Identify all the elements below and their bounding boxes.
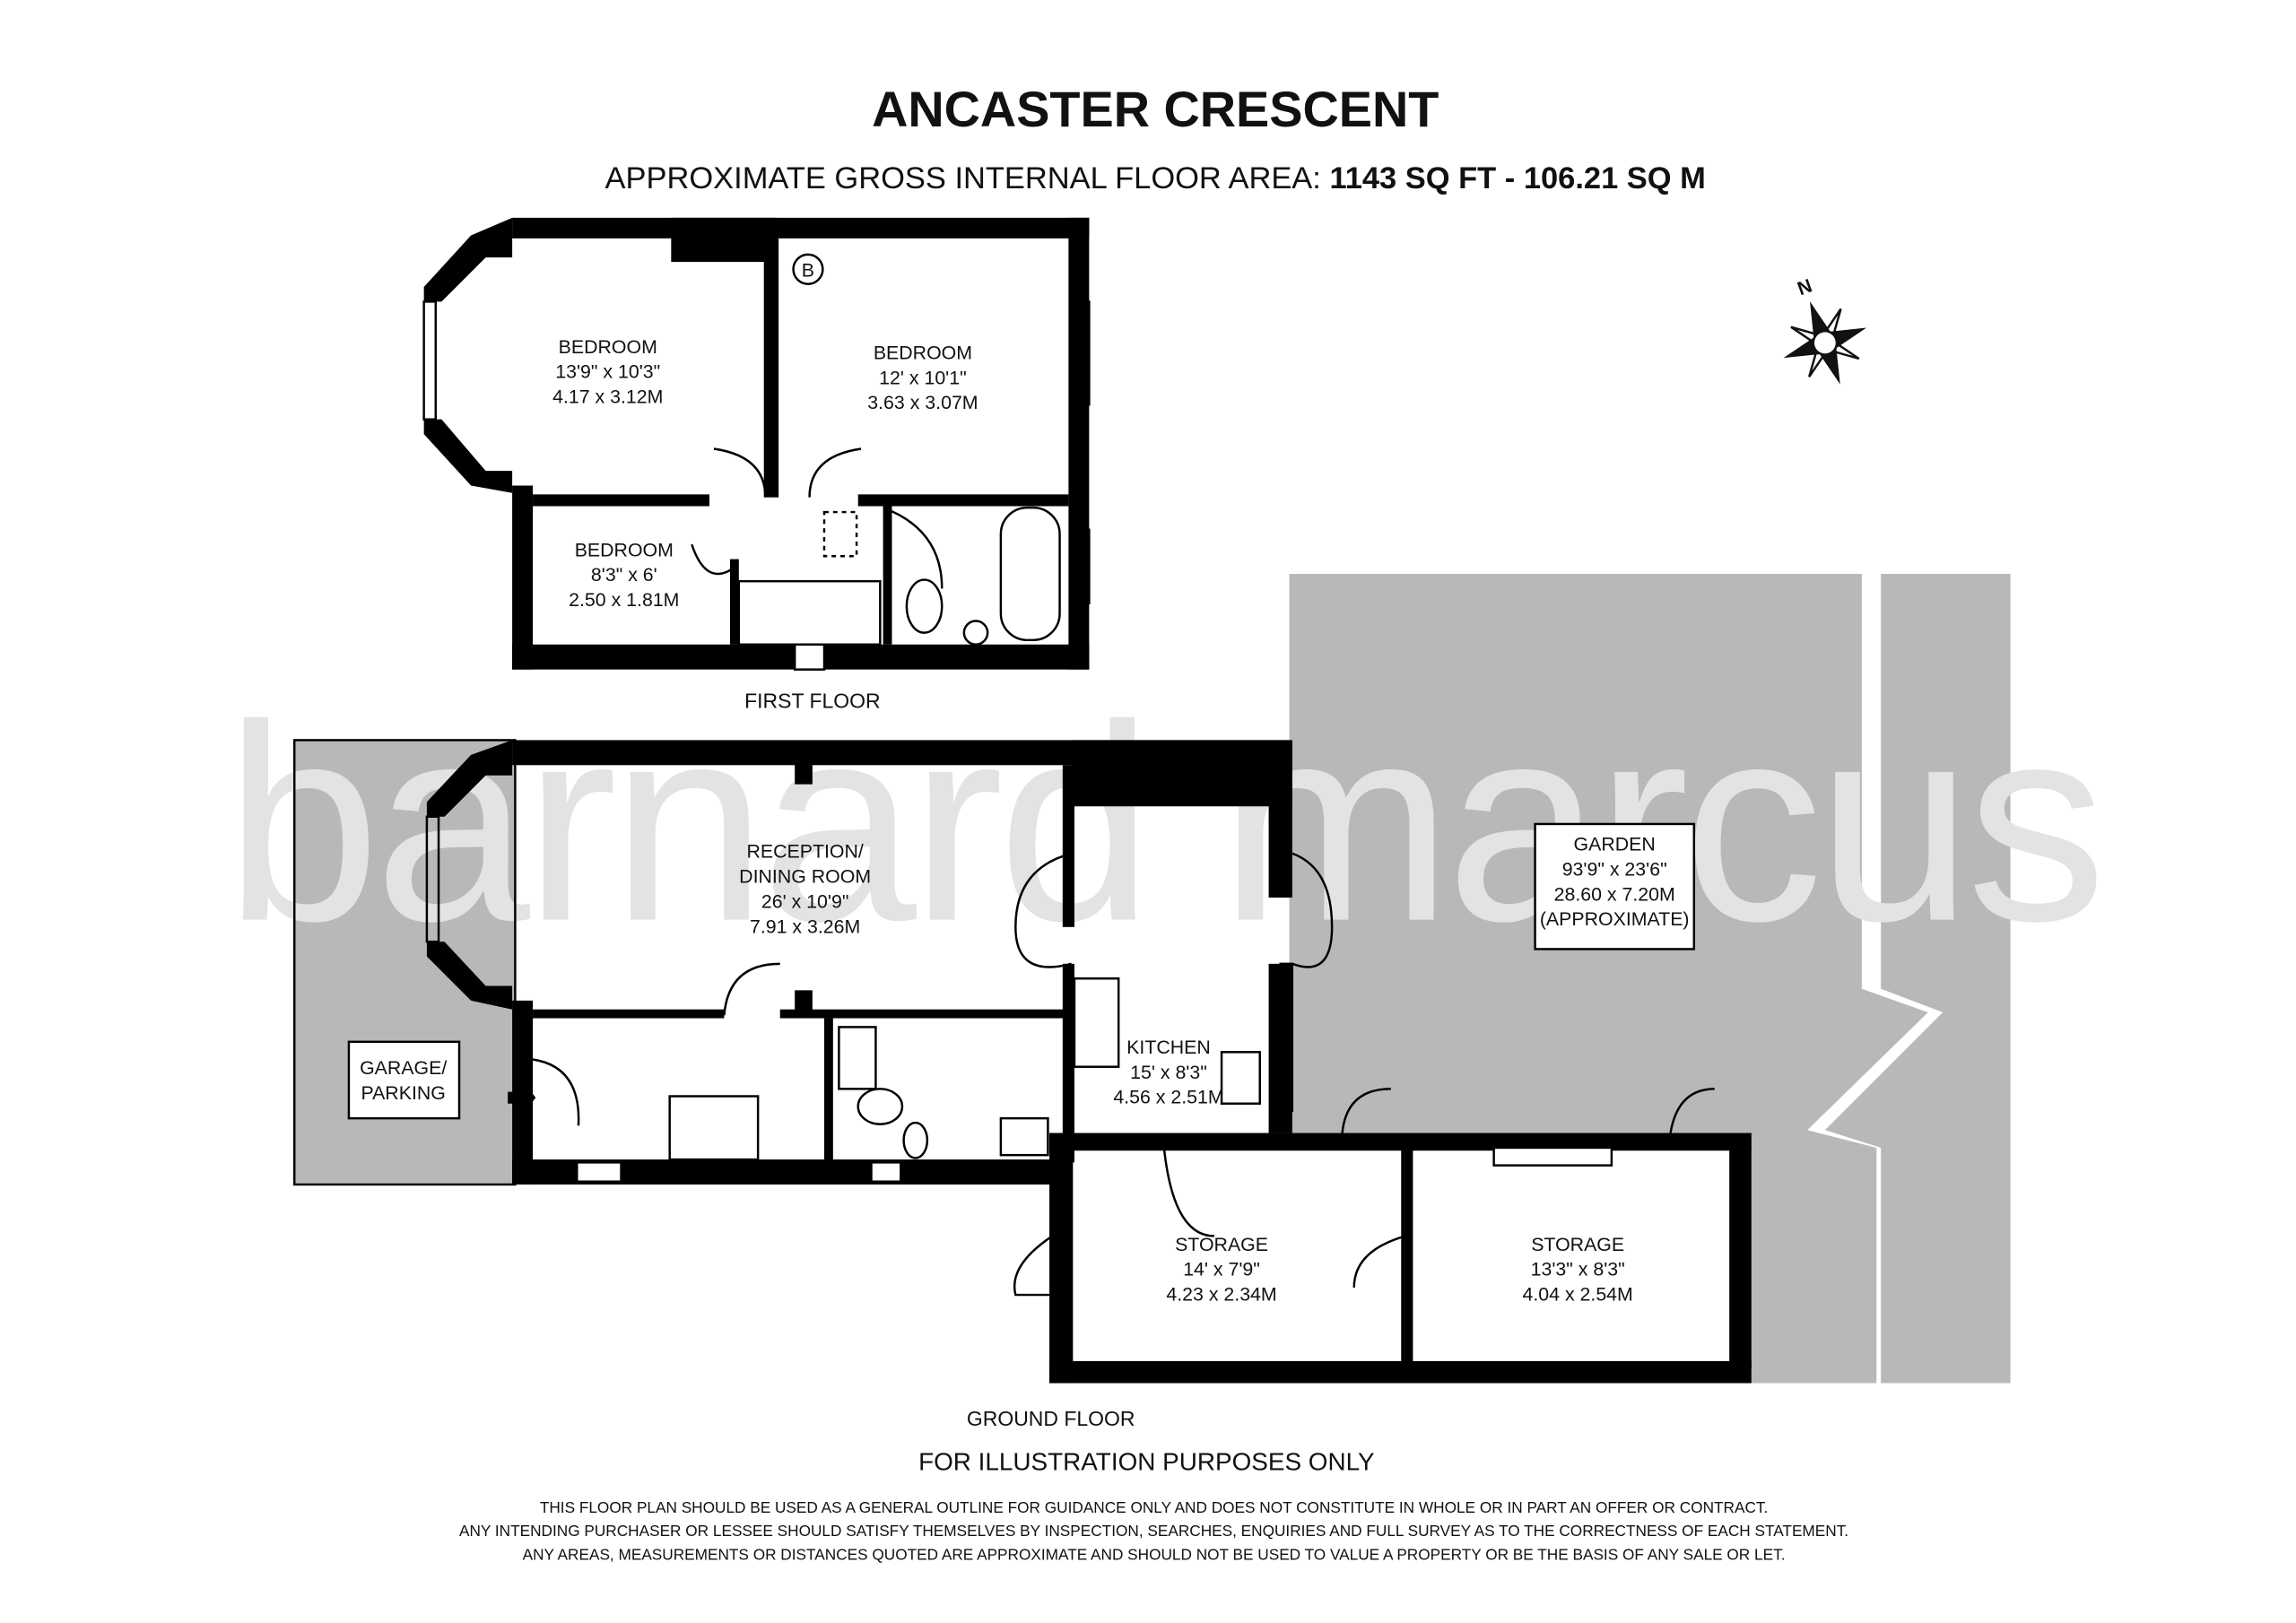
window: [425, 815, 440, 943]
first-floor-room-labels: BEDROOM 13'9" x 10'3" 4.17 x 3.12M BEDRO…: [552, 336, 978, 611]
boiler-icon: [792, 253, 824, 285]
door-swing: [1341, 1088, 1391, 1133]
disclaimer-line: THIS FLOOR PLAN SHOULD BE USED AS A GENE…: [540, 1498, 1768, 1516]
window: [870, 1161, 902, 1183]
room-metric: 3.63 x 3.07M: [867, 392, 978, 413]
door-swing: [1292, 852, 1334, 968]
room-note: (APPROXIMATE): [1540, 908, 1690, 930]
room-metric: 7.91 x 3.26M: [750, 916, 860, 937]
window: [1492, 1146, 1613, 1167]
toilet-icon: [905, 578, 944, 634]
basin-icon: [902, 1121, 929, 1159]
loft-hatch: [822, 510, 858, 558]
watermark-logo: barnard marcus: [225, 668, 2100, 980]
door-swing: [1014, 852, 1072, 968]
garden-area: [1289, 573, 1928, 1384]
bath-icon: [999, 506, 1061, 642]
page-title: ANCASTER CRESCENT: [872, 81, 1439, 137]
room-name: GARDEN: [1574, 833, 1656, 855]
compass-north-label: N: [1795, 274, 1815, 299]
door-swing: [808, 447, 862, 498]
area-label: APPROXIMATE GROSS INTERNAL FLOOR AREA:: [605, 161, 1321, 195]
door-swing: [1161, 1133, 1214, 1237]
boiler-label: B: [802, 260, 814, 282]
room-imperial: 13'3" x 8'3": [1531, 1259, 1625, 1280]
room-name: BEDROOM: [874, 342, 972, 363]
floor-area: APPROXIMATE GROSS INTERNAL FLOOR AREA: 1…: [605, 161, 1706, 195]
staircase: [737, 579, 882, 646]
room-imperial: 13'9" x 10'3": [555, 361, 660, 383]
compass-rose-icon: N: [1783, 274, 1867, 385]
garage-label-box: [347, 1040, 461, 1120]
room-metric: 2.50 x 1.81M: [569, 589, 679, 611]
entrance-arrow-icon: [508, 1082, 536, 1113]
door-swing: [532, 1058, 580, 1126]
room-name: BEDROOM: [559, 336, 657, 358]
room-metric: 4.04 x 2.54M: [1523, 1284, 1633, 1306]
door-swing: [1352, 1235, 1406, 1288]
window: [1735, 1219, 1750, 1297]
door-swing: [883, 506, 944, 589]
room-name-2: DINING ROOM: [739, 866, 871, 888]
door-swing: [1013, 1235, 1054, 1297]
area-separator: -: [1505, 161, 1515, 195]
window: [514, 540, 528, 613]
room-metric: 4.56 x 2.51M: [1113, 1087, 1223, 1108]
door-swing: [691, 543, 737, 576]
ground-floor-room-labels: RECEPTION/ DINING ROOM 26' x 10'9" 7.91 …: [360, 833, 1689, 1305]
door-swing: [1669, 1088, 1715, 1133]
basin-icon: [962, 620, 989, 646]
door-swing: [713, 447, 767, 498]
room-imperial: 93'9" x 23'6": [1562, 858, 1667, 880]
first-floor-fixtures: [422, 253, 1091, 671]
sink-icon: [999, 1116, 1049, 1157]
room-name: KITCHEN: [1126, 1037, 1211, 1058]
first-floor-label: FIRST FLOOR: [744, 689, 880, 712]
room-name-2: PARKING: [361, 1082, 445, 1104]
staircase: [668, 1095, 760, 1161]
garden-label-box: [1534, 822, 1696, 950]
window: [1076, 300, 1091, 406]
illustration-notice: FOR ILLUSTRATION PURPOSES ONLY: [918, 1447, 1375, 1475]
sink-icon: [1220, 1051, 1261, 1105]
window: [422, 300, 437, 421]
hob-icon: [1073, 977, 1120, 1068]
room-name: GARAGE/: [360, 1057, 447, 1079]
toilet-icon: [857, 1088, 904, 1125]
area-sqm: 106.21 SQ M: [1524, 161, 1706, 195]
window: [576, 1161, 622, 1183]
ground-floor-label: GROUND FLOOR: [967, 1407, 1135, 1430]
window: [793, 643, 826, 671]
disclaimer-line: ANY AREAS, MEASUREMENTS OR DISTANCES QUO…: [523, 1545, 1786, 1563]
room-metric: 4.17 x 3.12M: [552, 386, 663, 408]
room-name: BEDROOM: [575, 539, 674, 560]
window: [1279, 962, 1294, 1113]
shower-icon: [838, 1026, 877, 1090]
room-name: RECEPTION/: [746, 841, 863, 863]
area-sqft: 1143 SQ FT: [1329, 161, 1496, 195]
window: [1076, 528, 1091, 605]
garden-side-strip: [1824, 573, 2011, 1384]
room-imperial: 8'3" x 6': [591, 564, 657, 586]
room-imperial: 26' x 10'9": [761, 890, 849, 912]
outdoor-areas: [294, 573, 2011, 1384]
room-metric: 4.23 x 2.34M: [1166, 1284, 1276, 1306]
door-swing: [723, 962, 780, 1016]
disclaimer-line: ANY INTENDING PURCHASER OR LESSEE SHOULD…: [459, 1522, 1848, 1540]
ground-floor-fixtures: [293, 739, 1750, 1297]
room-imperial: 12' x 10'1": [879, 367, 967, 388]
garage-outline: [293, 739, 517, 1186]
room-name: STORAGE: [1175, 1234, 1268, 1255]
ground-floor-walls: [426, 740, 1752, 1384]
room-imperial: 15' x 8'3": [1130, 1062, 1207, 1083]
room-imperial: 14' x 7'9": [1183, 1259, 1260, 1280]
first-floor-walls: [423, 217, 1090, 670]
room-metric: 28.60 x 7.20M: [1554, 883, 1675, 905]
room-name: STORAGE: [1531, 1234, 1624, 1255]
